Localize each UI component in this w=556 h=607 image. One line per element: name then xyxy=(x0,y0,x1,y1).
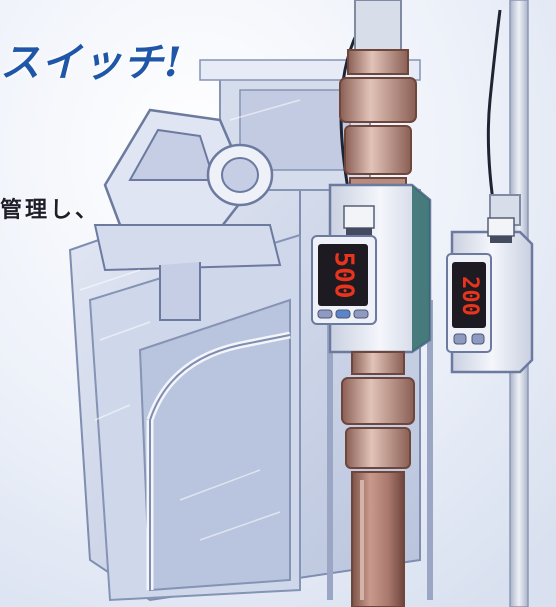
subline-text: 管理し、 xyxy=(0,197,101,223)
sketch-texture xyxy=(79,99,301,541)
pipe-assembly-right: 200 xyxy=(446,194,534,374)
sensor-left-readout: 500 xyxy=(329,252,359,299)
pipe-assembly-left: 500 xyxy=(311,0,432,607)
mounting-bracket xyxy=(93,108,282,321)
sensor-right-readout: 200 xyxy=(457,276,482,316)
cable-right xyxy=(486,9,502,216)
headline-text: スイッチ! xyxy=(0,39,183,86)
